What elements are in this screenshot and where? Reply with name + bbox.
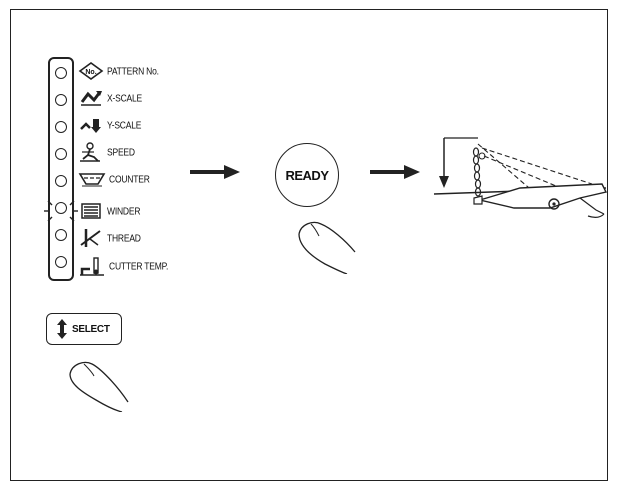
label-x-scale: X-SCALE — [107, 92, 142, 104]
finger-press-icon — [69, 361, 129, 412]
cutter-mechanism-illustration — [433, 137, 608, 218]
led-winder — [55, 202, 67, 214]
up-down-arrow-icon — [57, 319, 67, 339]
led-cutter-temp — [55, 256, 67, 268]
arrow-right-icon — [190, 165, 240, 179]
led-x-scale — [55, 94, 67, 106]
label-speed: SPEED — [107, 146, 135, 158]
panel-item-winder: WINDER — [78, 199, 140, 223]
label-thread: THREAD — [107, 232, 141, 244]
ready-button-label: READY — [285, 167, 329, 183]
panel-item-counter: COUNTER — [78, 167, 150, 191]
panel-item-pattern-no: No. PATTERN No. — [78, 59, 159, 83]
led-pattern-no — [55, 67, 67, 79]
label-y-scale: Y-SCALE — [107, 119, 142, 131]
panel-item-thread: THREAD — [78, 226, 141, 250]
led-counter — [55, 175, 67, 187]
speed-icon — [80, 142, 100, 162]
finger-press-icon — [298, 221, 356, 274]
pattern-badge-text: No. — [85, 69, 96, 76]
pattern-no-icon: No. — [78, 62, 104, 80]
panel-item-cutter-temp: CUTTER TEMP. — [78, 254, 168, 278]
select-button-label: SELECT — [72, 323, 110, 335]
counter-icon — [78, 173, 106, 187]
led-speed — [55, 148, 67, 160]
label-cutter-temp: CUTTER TEMP. — [109, 260, 169, 272]
y-scale-icon — [80, 119, 101, 133]
indicator-panel — [48, 57, 74, 281]
label-winder: WINDER — [107, 205, 141, 217]
led-y-scale — [55, 121, 67, 133]
cutter-temp-icon — [80, 257, 104, 276]
panel-item-speed: SPEED — [78, 140, 135, 164]
label-counter: COUNTER — [109, 173, 150, 185]
label-pattern-no: PATTERN No. — [107, 65, 159, 77]
winder-icon — [81, 203, 101, 219]
thread-icon — [80, 229, 101, 247]
ready-button[interactable]: READY — [275, 143, 339, 207]
arrow-right-icon — [370, 165, 420, 179]
led-lit-rays — [44, 200, 78, 222]
x-scale-icon — [80, 91, 102, 106]
select-button[interactable]: SELECT — [46, 313, 122, 345]
panel-item-y-scale: Y-SCALE — [78, 113, 141, 137]
led-thread — [55, 229, 67, 241]
diagram-frame — [10, 9, 608, 481]
panel-item-x-scale: X-SCALE — [78, 86, 142, 110]
